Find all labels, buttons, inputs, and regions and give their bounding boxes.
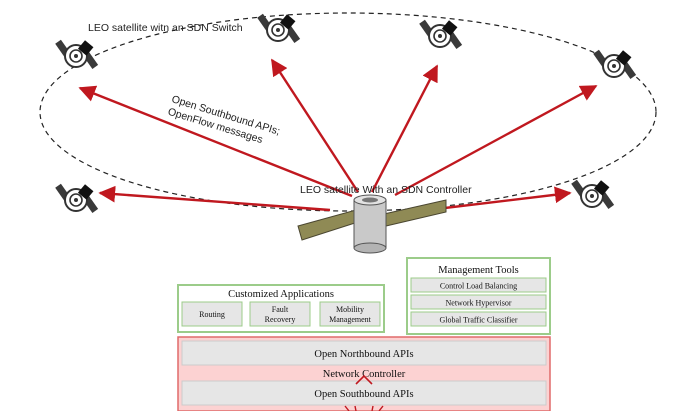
application-item: Recovery <box>265 315 296 324</box>
controller-satellite-icon <box>297 194 447 254</box>
application-item: Mobility <box>336 305 364 314</box>
management-tool-item: Global Traffic Classifier <box>439 316 517 325</box>
management-tools-title: Management Tools <box>438 265 518 276</box>
application-item: Management <box>329 315 372 324</box>
satellite-icon <box>256 12 302 44</box>
arrow-to-sat-6 <box>427 186 572 212</box>
satellite-icon <box>570 178 616 210</box>
satellite-icon <box>54 182 100 214</box>
management-tools-panel: Management Tools Control Load Balancing … <box>406 257 551 335</box>
application-item: Routing <box>199 310 225 319</box>
southbound-apis-label: Open Southbound APIs <box>314 389 413 400</box>
satellite-icon <box>54 38 100 70</box>
switch-satellite-label: LEO satellite witn an SDN Switch <box>88 22 243 34</box>
controller-stack: Open Northbound APIs Network Controller … <box>177 336 551 411</box>
customized-applications-title: Customized Applications <box>228 289 334 300</box>
customized-applications-panel: Customized Applications Routing Fault Re… <box>177 284 385 333</box>
application-item: Fault <box>272 305 289 314</box>
arrow-to-sat-1 <box>78 85 353 198</box>
southbound-arrows <box>78 58 598 212</box>
controller-link-arrow <box>355 374 373 385</box>
northbound-apis-label: Open Northbound APIs <box>314 349 413 360</box>
management-tool-item: Control Load Balancing <box>440 282 517 291</box>
arrow-to-sat-2 <box>270 58 360 193</box>
arrow-to-sat-5 <box>98 185 331 212</box>
arrow-to-sat-4 <box>394 84 598 197</box>
southbound-links <box>344 405 384 411</box>
satellite-icon <box>592 48 638 80</box>
orbit-path <box>39 12 657 212</box>
arrow-to-sat-3 <box>370 64 439 193</box>
network-controller-label: Network Controller <box>323 369 406 380</box>
controller-satellite-label: LEO satellite With an SDN Controller <box>300 184 472 196</box>
management-tool-item: Network Hypervisor <box>446 299 512 308</box>
satellite-icon <box>418 18 464 50</box>
